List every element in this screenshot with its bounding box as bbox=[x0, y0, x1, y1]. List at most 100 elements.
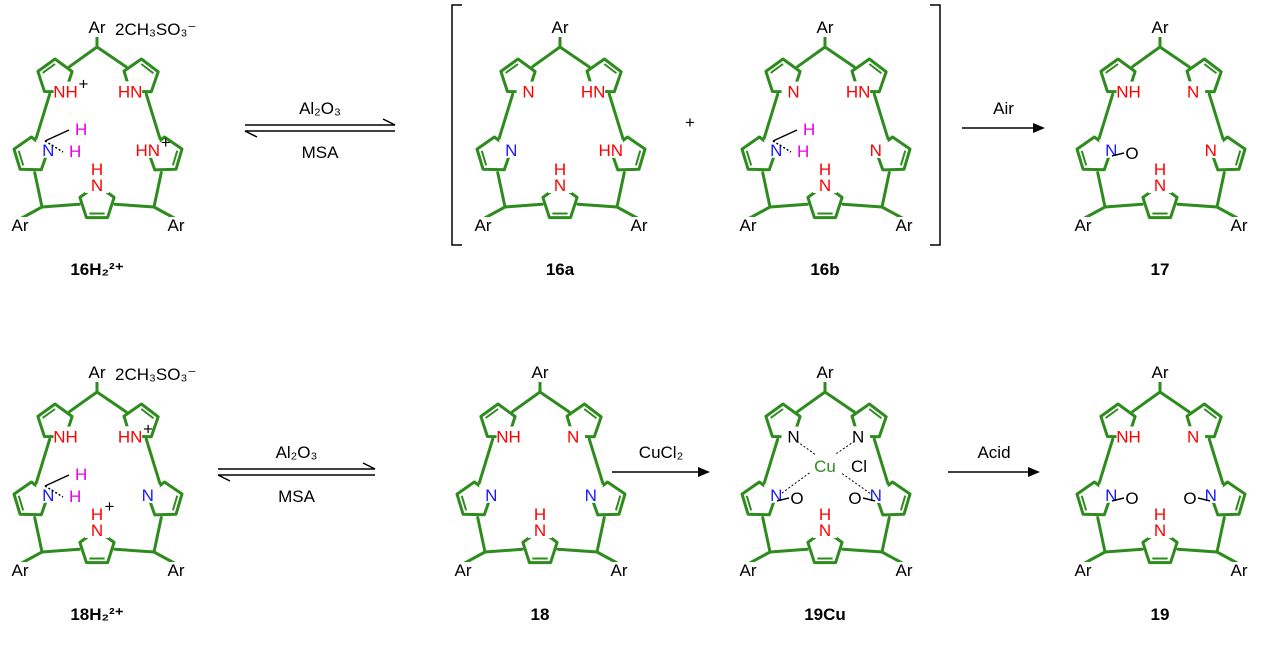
pyrrole-ring bbox=[499, 57, 537, 94]
ring-b-nitrogen-label: N bbox=[819, 521, 831, 540]
pyrrole-ring bbox=[609, 135, 647, 172]
ar-bottom-right-label: Ar bbox=[896, 561, 913, 580]
double-bond bbox=[17, 495, 25, 511]
ar-top-label: Ar bbox=[552, 18, 569, 37]
pyrrole-ring bbox=[146, 480, 184, 517]
pyrrole-ring bbox=[1075, 135, 1113, 172]
double-bond bbox=[745, 495, 753, 511]
double-bond bbox=[480, 150, 488, 166]
condition-label: MSA bbox=[278, 487, 316, 506]
compound-label: 18H₂²⁺ bbox=[70, 605, 123, 624]
hydrogen-bond-line bbox=[772, 129, 798, 142]
ar-bottom-left-label: Ar bbox=[1075, 561, 1092, 580]
ring-l-nitrogen-label: N bbox=[42, 141, 54, 160]
double-bond bbox=[899, 150, 907, 166]
pyrrole-ring bbox=[589, 480, 627, 517]
bond bbox=[1158, 390, 1191, 414]
bond bbox=[1103, 202, 1144, 209]
ring-b-nitrogen-label: N bbox=[1154, 521, 1166, 540]
bond bbox=[1131, 45, 1162, 69]
bond bbox=[33, 516, 44, 554]
double-bond bbox=[17, 150, 25, 166]
carbonyl-bond bbox=[862, 497, 876, 502]
double-bond bbox=[868, 408, 883, 420]
ring-l-nitrogen-label: N bbox=[505, 141, 517, 160]
bond bbox=[768, 547, 809, 554]
sp3-hydrogen-label: H bbox=[69, 142, 81, 161]
pyrrole-ring bbox=[122, 57, 160, 94]
compound-label: 16b bbox=[810, 260, 839, 279]
bond bbox=[1215, 516, 1226, 554]
pyrrole-ring bbox=[874, 135, 912, 172]
counterion-label: 2CH₃SO₃⁻ bbox=[115, 365, 196, 384]
ar-bottom-left-label: Ar bbox=[475, 216, 492, 235]
ring-b-nitrogen-label: H bbox=[91, 160, 103, 179]
sp3-hydrogen-label: H bbox=[75, 120, 87, 139]
double-bond bbox=[770, 408, 784, 419]
bracket-right bbox=[930, 4, 941, 246]
ring-tl-nitrogen-label: NH bbox=[1116, 428, 1141, 447]
bond bbox=[1131, 390, 1162, 414]
ring-b-nitrogen-label: N bbox=[91, 521, 103, 540]
bond bbox=[152, 516, 163, 554]
pyrrole-ring bbox=[1209, 135, 1247, 172]
double-bond bbox=[42, 63, 56, 74]
double-bond bbox=[1080, 150, 1088, 166]
ring-b-nitrogen-label: N bbox=[534, 521, 546, 540]
reverse-half-arrow bbox=[244, 130, 395, 138]
ring-tl-nitrogen-label: N bbox=[787, 428, 799, 447]
oxo-oxygen-label: O bbox=[848, 489, 861, 508]
bond bbox=[615, 171, 626, 209]
double-bond bbox=[1234, 495, 1242, 511]
ar-top-label: Ar bbox=[817, 363, 834, 382]
ar-bottom-right-label: Ar bbox=[1231, 561, 1248, 580]
ring-tl-nitrogen-label: NH bbox=[53, 83, 78, 102]
ring-b-nitrogen-label: H bbox=[819, 505, 831, 524]
bond bbox=[152, 171, 163, 209]
bond bbox=[1207, 92, 1225, 140]
reagent-label: Acid bbox=[977, 443, 1010, 462]
bond bbox=[497, 92, 515, 140]
ring-tl-nitrogen-label: N bbox=[522, 83, 534, 102]
arrow-head bbox=[698, 467, 710, 477]
double-bond bbox=[1105, 408, 1119, 419]
bond bbox=[144, 92, 162, 140]
condition-label: MSA bbox=[302, 143, 340, 162]
pyrrole-ring bbox=[1185, 57, 1223, 94]
pyrrole-ring bbox=[36, 57, 74, 94]
ar-bottom-left-label: Ar bbox=[455, 561, 472, 580]
bond bbox=[796, 390, 827, 414]
arrow-head bbox=[1033, 123, 1045, 133]
bond bbox=[511, 390, 542, 414]
pyrrole-ring bbox=[764, 57, 802, 94]
bond bbox=[1158, 45, 1191, 69]
carbonyl-bond bbox=[1197, 497, 1211, 502]
bond bbox=[503, 202, 544, 209]
hydrogen-bond-line bbox=[772, 140, 792, 153]
bond bbox=[113, 547, 156, 554]
bond bbox=[40, 202, 81, 209]
bond bbox=[880, 171, 891, 209]
ring-tr-nitrogen-label: HN bbox=[846, 82, 871, 101]
pyrrole-ring bbox=[740, 480, 778, 517]
ring-b-nitrogen-label: H bbox=[554, 160, 566, 179]
pyrrole-ring bbox=[475, 135, 513, 172]
ar-bottom-left-label: Ar bbox=[12, 216, 29, 235]
forward-half-arrow bbox=[245, 118, 396, 126]
bond bbox=[144, 437, 162, 485]
ring-b-nitrogen-label: N bbox=[91, 176, 103, 195]
pyrrole-ring bbox=[850, 57, 888, 94]
ar-bottom-left-label: Ar bbox=[740, 561, 757, 580]
ring-b-nitrogen-label: H bbox=[819, 160, 831, 179]
bond bbox=[556, 547, 599, 554]
pyrrole-ring bbox=[1075, 480, 1113, 517]
pyrrole-ring bbox=[1209, 480, 1247, 517]
pyrrole-ring bbox=[764, 402, 802, 439]
ar-top-label: Ar bbox=[1152, 363, 1169, 382]
ar-bottom-right-label: Ar bbox=[168, 561, 185, 580]
bond bbox=[33, 171, 44, 209]
